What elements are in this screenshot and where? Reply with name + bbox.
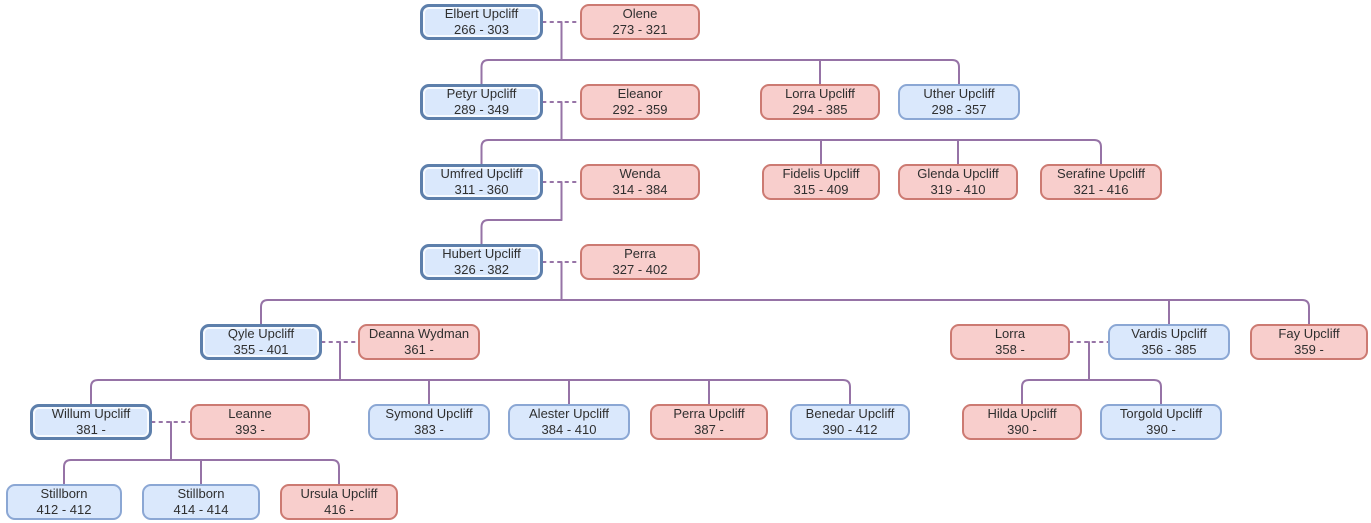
person-name: Ursula Upcliff [300,486,378,501]
person-name: Umfred Upcliff [440,166,523,181]
person-lifespan: 292 - 359 [612,102,668,117]
person-name: Hilda Upcliff [987,406,1057,421]
person-name: Lorra Upcliff [785,86,855,101]
person-lifespan: 393 - [235,422,265,437]
children-bus [480,139,1102,165]
children-bus [480,219,563,245]
person-lifespan: 273 - 321 [612,22,668,37]
person-name: Deanna Wydman [368,326,470,341]
person-lifespan: 416 - [324,502,354,517]
person-name: Glenda Upcliff [917,166,999,181]
person-name: Fay Upcliff [1278,326,1340,341]
person-name: Fidelis Upcliff [782,166,860,181]
person-name: Serafine Upcliff [1057,166,1145,181]
person-lifespan: 358 - [995,342,1025,357]
person-lifespan: 294 - 385 [792,102,848,117]
person-lifespan: 387 - [694,422,724,437]
person-name: Perra [624,246,656,261]
person-lifespan: 314 - 384 [612,182,668,197]
person-lifespan: 321 - 416 [1073,182,1129,197]
person-name: Lorra [994,326,1026,341]
person-lifespan: 381 - [76,422,106,437]
children-bus [480,59,960,85]
person-lifespan: 361 - [404,342,434,357]
person-name: Qyle Upcliff [227,326,295,341]
person-name: Alester Upcliff [529,406,609,421]
person-lifespan: 412 - 412 [36,502,92,517]
person-lifespan: 289 - 349 [454,102,509,117]
person-name: Elbert Upcliff [444,6,519,21]
person-lifespan: 356 - 385 [1141,342,1197,357]
person-lifespan: 390 - [1146,422,1176,437]
children-bus [260,299,1310,325]
person-lifespan: 383 - [414,422,444,437]
children-bus [90,379,851,405]
person-lifespan: 327 - 402 [612,262,668,277]
person-name: Eleanor [617,86,663,101]
person-name: Wenda [619,166,661,181]
person-name: Hubert Upcliff [442,246,521,261]
person-lifespan: 414 - 414 [173,502,229,517]
person-lifespan: 326 - 382 [454,262,509,277]
person-lifespan: 266 - 303 [454,22,509,37]
person-lifespan: 315 - 409 [793,182,849,197]
children-bus [63,459,340,485]
person-name: Olene [622,6,658,21]
person-lifespan: 319 - 410 [930,182,986,197]
person-name: Uther Upcliff [923,86,995,101]
person-lifespan: 355 - 401 [233,342,289,357]
person-name: Symond Upcliff [385,406,473,421]
children-bus [1021,379,1162,405]
person-lifespan: 298 - 357 [931,102,987,117]
person-name: Vardis Upcliff [1131,326,1207,341]
person-lifespan: 384 - 410 [541,422,597,437]
person-name: Perra Upcliff [673,406,745,421]
person-name: Benedar Upcliff [805,406,895,421]
person-lifespan: 390 - [1007,422,1037,437]
person-name: Torgold Upcliff [1119,406,1203,421]
person-lifespan: 359 - [1294,342,1324,357]
person-name: Willum Upcliff [51,406,131,421]
person-name: Petyr Upcliff [446,86,517,101]
person-name: Stillborn [177,486,225,501]
person-lifespan: 390 - 412 [822,422,878,437]
person-name: Stillborn [40,486,88,501]
person-name: Leanne [228,406,272,421]
person-lifespan: 311 - 360 [454,182,509,197]
